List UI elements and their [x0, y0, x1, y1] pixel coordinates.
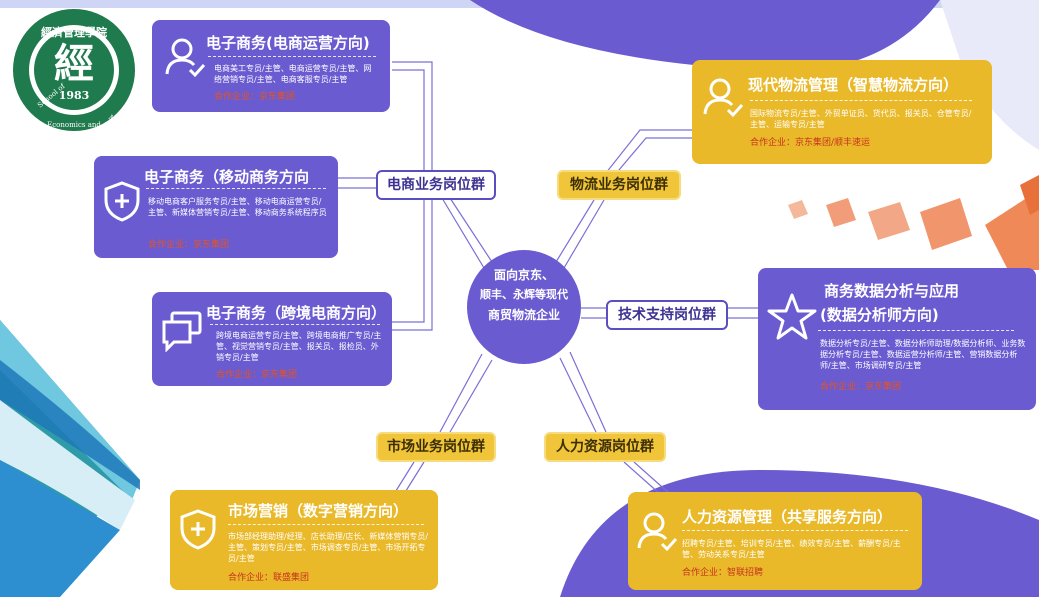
card-partner: 合作企业：京东集团/顺丰速运 — [750, 138, 871, 148]
card-logistics: 现代物流管理（智慧物流方向） 国际物流专员/主管、外贸单证员、货代员、报关员、仓… — [692, 60, 992, 164]
logo-year: 1983 — [58, 89, 90, 102]
deco-shape-6 — [1020, 175, 1039, 215]
group-ecommerce: 电商业务岗位群 — [376, 170, 496, 200]
center-hub: 面向京东、 顺丰、永辉等现代 商贸物流企业 — [467, 250, 581, 364]
card-data-analysis: 商务数据分析与应用 (数据分析师方向) 数据分析专员/主管、数据分析师助理/数据… — [758, 268, 1036, 410]
top-purple-shape — [470, 0, 940, 72]
chat-bubbles-icon — [162, 311, 202, 352]
deco-shape-2 — [826, 198, 856, 227]
card-divider — [818, 330, 1014, 331]
card-ec-crossborder: 电子商务（跨境电商方向） 跨境电商运营专员/主管、跨境电商推广专员/主管、视觉营… — [152, 292, 392, 386]
user-check-icon — [165, 38, 206, 78]
card-title-line-2: (数据分析师方向) — [820, 306, 939, 324]
card-partner: 合作企业：京东集团 — [820, 382, 902, 392]
left-book-lower — [0, 460, 120, 597]
logo-glyph: 經 — [54, 40, 94, 87]
school-seal-icon: 經濟管理學院 School of Management Economics an… — [13, 9, 148, 150]
card-title: 电子商务(电商运营方向) — [206, 34, 370, 52]
svg-text:經濟管理學院: 經濟管理學院 — [41, 25, 107, 39]
svg-text:Economics and: Economics and — [47, 121, 101, 129]
card-partner: 合作企业：京东集团 — [148, 240, 230, 250]
card-description: 数据分析专员/主管、数据分析师助理/数据分析师、业务数据分析专员/主管、数据运营… — [820, 339, 1026, 370]
card-divider — [682, 530, 908, 531]
card-divider — [210, 324, 380, 325]
connector-group — [338, 61, 758, 495]
card-partner: 合作企业：京东集团 — [216, 370, 298, 380]
card-title-line-1: 商务数据分析与应用 — [824, 282, 960, 300]
card-description: 移动电商客户服务专员/主管、移动电商运营专员/主管、新媒体营销专员/主管、移动商… — [148, 197, 327, 217]
card-marketing: 市场营销（数字营销方向） 市场部经理助理/经理、店长助理/店长、新媒体营销专员/… — [170, 490, 438, 590]
card-partner: 合作企业：京东集团 — [214, 92, 296, 102]
card-description: 招聘专员/主管、培训专员/主管、绩效专员/主管、薪酬专员/主管、劳动关系专员/主… — [682, 539, 901, 559]
card-ec-operations: 电子商务(电商运营方向) 电商美工专员/主管、电商运营专员/主管、网络营销专员/… — [152, 20, 390, 112]
deco-shape-4 — [920, 198, 972, 250]
school-logo: 經濟管理學院 School of Management Economics an… — [12, 8, 148, 150]
card-partner: 合作企业：智联招聘 — [682, 568, 764, 578]
shield-plus-icon — [104, 181, 140, 222]
card-title: 现代物流管理（智慧物流方向） — [748, 76, 959, 94]
card-title: 市场营销（数字营销方向） — [228, 502, 409, 520]
deco-shape-5 — [985, 190, 1039, 270]
card-partner: 合作企业：联盛集团 — [228, 573, 310, 583]
deco-shape-3 — [868, 202, 910, 240]
deco-shape-1 — [788, 200, 808, 219]
card-description: 电商美工专员/主管、电商运营专员/主管、网络营销专员/主管、电商客服专员/主管 — [214, 64, 372, 84]
star-icon — [767, 293, 817, 340]
user-check-icon — [637, 512, 678, 552]
card-description: 市场部经理助理/经理、店长助理/店长、新媒体营销专员/主管、策划专员/主管、市场… — [228, 532, 429, 563]
group-logistics: 物流业务岗位群 — [557, 170, 681, 200]
card-divider — [228, 524, 424, 525]
center-line-3: 商贸物流企业 — [487, 308, 560, 322]
card-divider — [750, 100, 972, 101]
card-title: 人力资源管理（共享服务方向） — [682, 508, 893, 526]
center-line-1: 面向京东、 — [493, 268, 554, 282]
card-description: 跨境电商运营专员/主管、跨境电商推广专员/主管、视觉营销专员/主管、报关员、报检… — [216, 331, 382, 362]
group-marketing: 市场业务岗位群 — [376, 432, 496, 462]
card-divider — [208, 56, 376, 57]
card-description: 国际物流专员/主管、外贸单证员、货代员、报关员、仓管专员/主管、运输专员/主管 — [750, 109, 972, 129]
center-line-2: 顺丰、永辉等现代 — [480, 288, 568, 301]
card-ec-mobile: 电子商务（移动商务方向 移动电商客户服务专员/主管、移动电商运营专员/主管、新媒… — [94, 156, 338, 258]
card-hr: 人力资源管理（共享服务方向） 招聘专员/主管、培训专员/主管、绩效专员/主管、薪… — [628, 492, 922, 590]
group-tech: 技术支持岗位群 — [606, 300, 728, 330]
card-divider — [146, 188, 326, 189]
group-hr: 人力资源岗位群 — [544, 432, 666, 462]
svg-text:Management: Management — [107, 113, 136, 132]
user-check-icon — [703, 78, 744, 118]
shield-plus-icon — [180, 509, 216, 550]
card-title: 电子商务（移动商务方向 — [144, 168, 310, 186]
card-title: 电子商务（跨境电商方向） — [206, 304, 387, 322]
